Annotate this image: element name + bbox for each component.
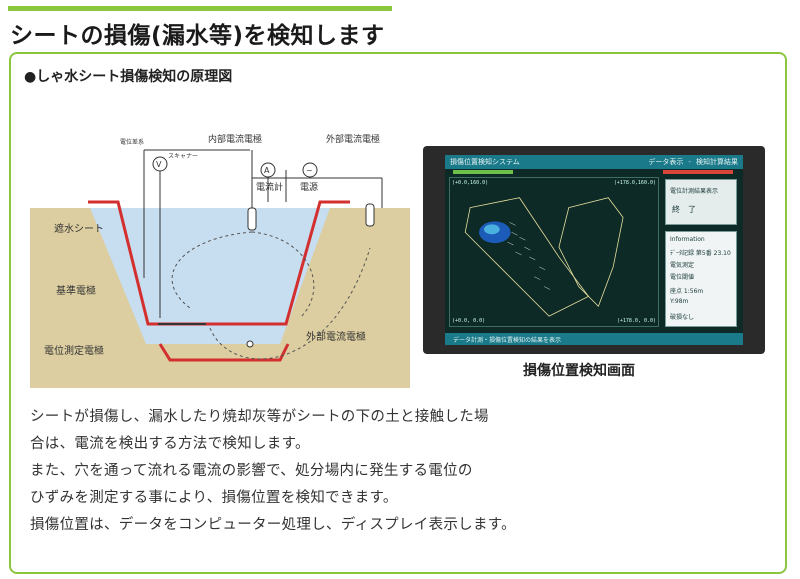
content-frame xyxy=(9,52,787,574)
info-line: 電気測定 xyxy=(670,262,695,269)
coord-top-left: (+0.0,160.0) xyxy=(452,180,489,186)
page-title: シートの損傷(漏水等)を検知します xyxy=(10,23,385,49)
principle-diagram: V A ~ 電位差系 スキャナー 内部電流電極 外部電流電極 電流計 電源 遮水… xyxy=(30,128,410,388)
power-source-icon xyxy=(302,162,318,178)
description-line: ひずみを測定する事により、損傷位置を検知できます。 xyxy=(30,490,398,506)
coord-top-right: (+178.0,160.0) xyxy=(613,180,656,186)
inner-electrode-label: 内部電流電極 xyxy=(208,133,262,145)
measuring-electrode-line xyxy=(158,343,290,362)
screen-footer: データ計測・損傷位置検知の結果を表示 xyxy=(445,333,743,345)
end-button[interactable]: 電位計測結果表示 終 了 xyxy=(665,179,737,225)
monitor-screen: 損傷位置検知システム データ表示 - 検知計算結果 (+0.0,160.0) (… xyxy=(445,155,743,345)
description-line: 損傷位置は、データをコンピューター処理し、ディスプレイ表示します。 xyxy=(30,517,516,533)
screen-status-bars xyxy=(445,169,743,175)
description-line: 合は、電流を検出する方法で検知します。 xyxy=(30,436,310,452)
screen-header-right: データ表示 - 検知計算結果 xyxy=(648,158,738,166)
status-bar-red xyxy=(663,170,733,174)
reference-electrode-label: 基準電極 xyxy=(56,284,96,297)
site-outline xyxy=(464,197,590,317)
screen-header-left: 損傷位置検知システム xyxy=(450,158,520,166)
vector-field xyxy=(507,222,551,290)
screen-header: 損傷位置検知システム データ表示 - 検知計算結果 xyxy=(445,155,743,169)
ammeter-label: 電流計 xyxy=(256,181,283,193)
sheet-label: 遮水シート xyxy=(54,222,104,235)
screen-caption: 損傷位置検知画面 xyxy=(523,363,635,379)
current-path xyxy=(251,231,315,319)
detection-plot-svg xyxy=(464,197,624,317)
scanner-label: スキャナー xyxy=(168,153,198,160)
description-line: また、穴を通って流れる電流の影響で、処分場内に発生する電位の xyxy=(30,463,473,479)
coord-bottom-left: (+0.0, 0.0) xyxy=(452,318,486,324)
outer-electrode-bottom-label: 外部電流電極 xyxy=(306,330,366,343)
end-button-label: 終 了 xyxy=(672,205,696,214)
outer-electrode-point xyxy=(246,340,254,348)
outer-electrode-capsule xyxy=(365,203,375,227)
top-accent-bar xyxy=(8,6,392,11)
end-button-caption: 電位計測結果表示 xyxy=(670,188,719,195)
status-bar-green xyxy=(453,170,513,174)
voltmeter-icon xyxy=(152,156,168,172)
info-line: 破損なし xyxy=(670,314,695,321)
info-line: Information xyxy=(670,236,705,243)
liner-sheet xyxy=(88,200,350,326)
info-line: Y:98m xyxy=(670,298,689,305)
power-label: 電源 xyxy=(300,182,318,193)
damage-hotspot-core xyxy=(483,224,500,235)
coord-bottom-right: (+178.0, 0.0) xyxy=(616,318,656,324)
screen-footer-text: データ計測・損傷位置検知の結果を表示 xyxy=(453,337,562,344)
info-line: 座点 1:56m xyxy=(670,288,704,295)
current-path xyxy=(171,231,253,309)
measuring-electrode-label: 電位測定電極 xyxy=(44,344,104,357)
info-panel: Information ﾃﾞｰﾀ記録 第5番 23.10 電気測定 電位閾値 座… xyxy=(665,231,737,327)
description-text: シートが損傷し、漏水したり焼却灰等がシートの下の土と接触した場 合は、電流を検出… xyxy=(30,404,516,539)
description-line: シートが損傷し、漏水したり焼却灰等がシートの下の土と接触した場 xyxy=(30,409,489,425)
info-line: ﾃﾞｰﾀ記録 第5番 23.10 xyxy=(670,250,731,257)
power-symbol: ~ xyxy=(306,166,313,175)
voltmeter-label: 電位差系 xyxy=(120,138,144,146)
current-path xyxy=(209,247,371,360)
info-line: 電位閾値 xyxy=(670,274,695,281)
ammeter-symbol: A xyxy=(264,166,270,175)
site-outline-2 xyxy=(558,197,624,307)
voltmeter-symbol: V xyxy=(156,160,162,169)
principle-diagram-svg: V A ~ 電位差系 スキャナー 内部電流電極 外部電流電極 電流計 電源 遮水… xyxy=(30,133,410,388)
section-title: ●しゃ水シート損傷検知の原理図 xyxy=(24,69,233,85)
inner-electrode-capsule xyxy=(247,207,257,231)
water-area xyxy=(90,208,330,344)
ammeter-icon xyxy=(260,162,276,178)
outer-electrode-top-label: 外部電流電極 xyxy=(326,133,380,145)
detection-plot: (+0.0,160.0) (+178.0,160.0) (+0.0, 0.0) … xyxy=(449,177,659,327)
